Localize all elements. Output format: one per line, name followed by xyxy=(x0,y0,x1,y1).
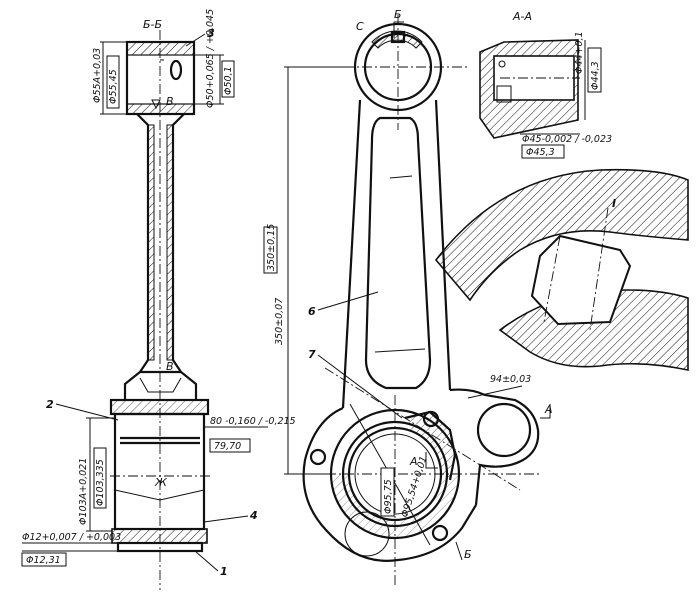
detail-insert xyxy=(530,234,632,326)
bearing-dia-ctrl: Φ95,75 xyxy=(383,479,394,514)
side-lug xyxy=(449,388,540,506)
section-b-arrow-bottom: Б xyxy=(464,548,472,561)
section-a-arrow-label-inner: А xyxy=(409,455,418,468)
callout-2: 2 xyxy=(46,398,54,411)
pin-ctrl-dim: Φ12,31 xyxy=(26,555,61,566)
bolt-head-left xyxy=(309,448,327,466)
shank-front xyxy=(341,99,452,409)
width-dim: 80 -0,160 / -0,215 xyxy=(210,416,296,427)
section-b-arrow-label: Б xyxy=(394,8,402,21)
callout-1: 1 xyxy=(220,565,228,578)
shank-web xyxy=(364,116,432,390)
callout-s: С xyxy=(356,20,364,33)
big-end-bore-dim: Φ103A+0,021 xyxy=(78,458,89,525)
callout-zh: Ж xyxy=(154,476,168,489)
bushing-ctrl-dim: Φ50,1 xyxy=(223,66,234,95)
marker-triangle-icon xyxy=(151,99,161,110)
small-end-top-wall xyxy=(126,41,195,56)
side-section-view: Φ55A+0,03 Φ55,45 Φ50+0,065 / +0,045 Φ50,… xyxy=(21,9,296,590)
center-distance-dim: 350±0,07 xyxy=(274,298,285,345)
detail-view-i: I xyxy=(434,168,689,371)
width-ctrl-dim: 79,70 xyxy=(214,441,241,452)
section-aa-label: А-А xyxy=(512,10,532,23)
callout-v-bottom: В xyxy=(166,360,174,373)
callout-4: 4 xyxy=(249,509,258,522)
small-end-bore-dim: Φ55A+0,03 xyxy=(92,48,103,103)
center-distance-ctrl: 350±0,15 xyxy=(266,224,277,271)
bolt-pin xyxy=(116,541,204,553)
small-end-bottom-wall xyxy=(126,103,195,115)
oil-hole-icon xyxy=(169,59,183,81)
aa-bore-dim: Φ44+0,1 xyxy=(574,31,585,74)
big-end-body xyxy=(113,412,206,531)
aa-bore2-dim: Φ45-0,002 / -0,023 xyxy=(522,134,612,145)
pin-dia-dim: Φ12+0,007 / +0,003 xyxy=(22,532,121,543)
callout-3: 3 xyxy=(207,27,215,40)
section-a-arrow-label: А xyxy=(544,403,553,416)
big-end-ctrl-dim: Φ103,335 xyxy=(95,459,106,506)
callout-6: 6 xyxy=(308,305,316,318)
big-end-cap xyxy=(111,528,208,544)
aa-ctrl-dim: Φ44,3 xyxy=(590,61,601,90)
front-view: 350±0,07 350±0,15 Φ95,75 Φ95,54+0,01 94±… xyxy=(263,8,553,585)
detail-upper-part xyxy=(434,168,689,302)
offset-dim: 94±0,03 xyxy=(490,374,531,385)
lug-bore xyxy=(476,402,532,458)
aa-ctrl2-dim: Φ45,3 xyxy=(526,147,555,158)
section-bb-label: Б-Б xyxy=(143,18,162,31)
shank-outline xyxy=(136,113,185,373)
callout-7: 7 xyxy=(308,348,316,361)
section-aa-view: А-А Φ44+0,1 Φ44,3 Φ45-0,002 / -0,023 Φ45… xyxy=(479,10,612,159)
small-end-ctrl-dim: Φ55,45 xyxy=(108,69,119,104)
callout-v-top: В xyxy=(166,95,174,108)
bushing-bore-dim: Φ50+0,065 / +0,045 xyxy=(205,9,216,108)
